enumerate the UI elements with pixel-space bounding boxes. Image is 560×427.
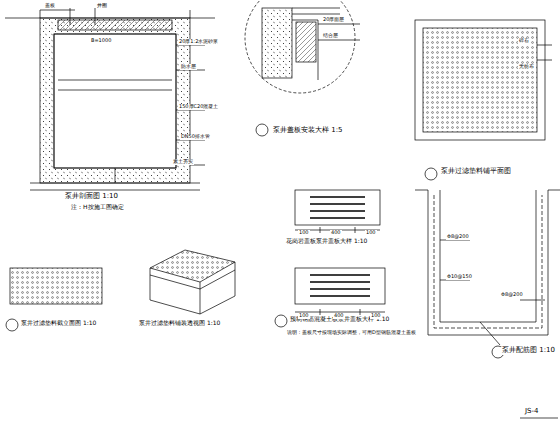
dimension: B=1000: [90, 38, 112, 44]
callout-label: 20厚1:2水泥砂浆: [178, 39, 219, 45]
dimension: 100: [298, 230, 310, 236]
callout-label: 碎石: [518, 38, 530, 44]
callout-label: 150厚C20混凝土: [178, 104, 219, 110]
rebar-label: Φ8@200: [446, 234, 470, 240]
plan-title: 泵井过滤垫料铺平面图: [440, 168, 512, 176]
callout-label: 结合层: [322, 33, 339, 39]
note-text: 说明：盖板尺寸按现场实际调整，可用D型钢筋混凝土盖板: [286, 330, 417, 336]
rebar-label: Φ10@150: [446, 274, 473, 280]
note-text: 注：H按施工图确定: [70, 204, 125, 211]
dimension: 400: [333, 313, 345, 319]
perspective-title: 泵井过滤垫料铺装透视图 1:10: [138, 320, 221, 327]
elevation-title: 泵井过滤垫料截立面图 1:10: [20, 320, 97, 327]
callout-label: 素土夯实: [172, 159, 194, 165]
detail-title: 花岗岩盖板泵井盖板大样 1:10: [285, 238, 368, 245]
dimension: 100: [298, 313, 310, 319]
sheet-number: JS-4: [524, 408, 540, 416]
callout-label: 20厚面层: [322, 17, 345, 23]
callout-label: 盖板: [44, 3, 56, 9]
callout-label: 井圈: [96, 3, 108, 9]
dimension: 400: [330, 230, 342, 236]
detail-title: 泵井盖板安装大样 1:5: [272, 127, 344, 135]
section-title: 泵井配筋图 1:10: [501, 347, 556, 355]
dimension: 100: [365, 230, 377, 236]
callout-label: DN50排水管: [180, 134, 211, 140]
callout-label: 无纺布: [518, 64, 535, 70]
section-title: 泵井剖面图 1:10: [64, 193, 119, 201]
callout-label: 防水层: [180, 64, 197, 70]
rebar-label: Φ8@200: [500, 292, 524, 298]
dimension: 100: [370, 313, 382, 319]
